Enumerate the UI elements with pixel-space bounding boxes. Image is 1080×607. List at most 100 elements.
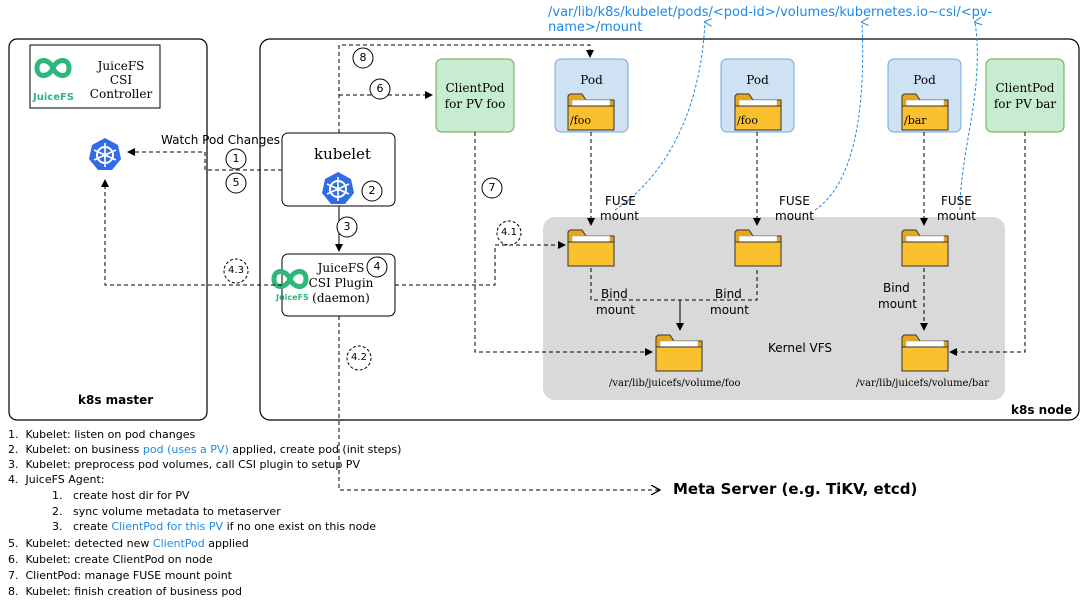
step-1-num: 1. [8,428,19,441]
meta-server-label: Meta Server (e.g. TiKV, etcd) [673,480,918,498]
pod-1-folder-label: /foo [570,114,592,127]
badge-41-circle [496,220,522,246]
clientpod-bar-line2: for PV bar [993,97,1057,111]
bind-label-1-line1: Bind [601,287,628,301]
fuse-label-3-line2: mount [937,209,976,223]
fuse-mount-label-1: FUSE mount [600,194,639,224]
step-5-link[interactable]: ClientPod [152,537,205,550]
fuse-label-2-line1: FUSE [779,194,810,208]
step-4: 4. JuiceFS Agent: [8,473,104,486]
plugin-line3: (daemon) [312,291,370,305]
kernel-vfs-label: Kernel VFS [768,341,833,355]
watch-pod-changes-label: Watch Pod Changes [161,133,280,147]
fuse-label-3-line1: FUSE [941,194,972,208]
step-6-text: Kubelet: create ClientPod on node [25,553,213,566]
bind-label-2-line1: Bind [715,287,742,301]
step-1-text: Kubelet: listen on pod changes [25,428,196,441]
badge-4: 4 [373,260,381,273]
badge-6-circle [369,78,391,100]
pod-1-title: Pod [580,73,603,87]
badge-2-circle [361,180,383,202]
substep-2: 2. sync volume metadata to metaserver [52,505,281,518]
pod-3-title: Pod [913,73,936,87]
pod-2-folder-label: /foo [737,114,759,127]
step-6-num: 6. [8,553,19,566]
step-5: 5. Kubelet: detected new ClientPod appli… [8,537,249,550]
substep-2-text: sync volume metadata to metaserver [73,505,281,518]
badge-2: 2 [368,184,376,197]
k8s-master-label: k8s master [78,393,154,407]
step-1: 1. Kubelet: listen on pod changes [8,428,195,441]
step-5-num: 5. [8,537,19,550]
step-4-num: 4. [8,473,19,486]
substep-1-num: 1. [52,489,63,502]
step-2-post: applied, create pod (init steps) [228,443,402,456]
k8s-node-label: k8s node [1011,403,1073,417]
step-7: 7. ClientPod: manage FUSE mount point [8,569,232,582]
clientpod-bar-line1: ClientPod [995,81,1055,95]
step-8: 8. Kubelet: finish creation of business … [8,585,242,598]
fuse-label-2-line2: mount [775,209,814,223]
badge-43: 4.3 [228,265,244,276]
badge-43-circle [223,258,249,284]
substep-3-link[interactable]: ClientPod for this PV [111,520,224,533]
kubelet-label: kubelet [314,145,371,163]
bind-mount-label-3: Bind mount [878,280,917,312]
bind-label-3-line1: Bind [883,281,910,295]
step-3: 3. Kubelet: preprocess pod volumes, call… [8,458,360,471]
badge-42-circle [346,345,372,371]
badge-7-circle [481,177,503,199]
step-3-text: Kubelet: preprocess pod volumes, call CS… [25,458,360,471]
volume-foo-label: /var/lib/juicefs/volume/foo [609,378,741,389]
fuse-label-1-line1: FUSE [605,194,636,208]
pod-3-folder-label: /bar [904,114,927,127]
badge-1: 1 [232,152,240,165]
bind-label-2-line2: mount [710,303,749,317]
badge-42: 4.2 [351,352,367,363]
step-2: 2. Kubelet: on business pod (uses a PV) … [8,443,401,456]
badge-1-circle [225,148,247,170]
step-8-num: 8. [8,585,19,598]
fuse-label-1-line2: mount [600,209,639,223]
badge-8-circle [352,47,374,69]
plugin-line1: JuiceFS [317,261,365,275]
clientpod-foo-label: ClientPod for PV foo [436,80,514,112]
plugin-line2: CSI Plugin [308,276,374,290]
step-5-post: applied [204,537,249,550]
badge-8: 8 [359,51,367,64]
pod-2-title: Pod [746,73,769,87]
top-path-label: /var/lib/k8s/kubelet/pods/<pod-id>/volum… [548,5,992,35]
plugin-logo-text: JuiceFS [276,293,309,302]
step-4-text: JuiceFS Agent: [25,473,105,486]
substep-3-pre: create [73,520,112,533]
step-2-link[interactable]: pod (uses a PV) [142,443,229,456]
step-7-text: ClientPod: manage FUSE mount point [25,569,232,582]
bind-label-3-line2: mount [878,297,917,311]
fuse-mount-label-3: FUSE mount [937,194,976,224]
volume-bar-label: /var/lib/juicefs/volume/bar [856,378,989,389]
badge-3-circle [336,216,358,238]
clientpod-bar-label: ClientPod for PV bar [986,80,1064,112]
bind-label-1-line2: mount [596,303,635,317]
clientpod-foo-line1: ClientPod [445,81,505,95]
step-8-text: Kubelet: finish creation of business pod [25,585,243,598]
csi-plugin-title: JuiceFS CSI Plugin (daemon) [305,261,377,306]
csi-controller-box [29,44,161,109]
step-5-pre: Kubelet: detected new [25,537,153,550]
badge-4-circle [366,256,388,278]
badge-5-circle [225,172,247,194]
clientpod-foo-line2: for PV foo [444,97,506,111]
badge-3: 3 [343,220,351,233]
controller-title: JuiceFS CSI Controller [86,59,156,101]
step-6: 6. Kubelet: create ClientPod on node [8,553,213,566]
bind-mount-label-1: Bind mount [596,286,635,318]
fuse-mount-label-2: FUSE mount [775,194,814,224]
substep-3-num: 3. [52,520,63,533]
controller-logo-text: JuiceFS [33,92,75,103]
step-2-num: 2. [8,443,19,456]
step-2-pre: Kubelet: on business [25,443,143,456]
badge-6: 6 [376,82,384,95]
controller-line2: Controller [89,87,153,101]
badge-5: 5 [232,176,240,189]
